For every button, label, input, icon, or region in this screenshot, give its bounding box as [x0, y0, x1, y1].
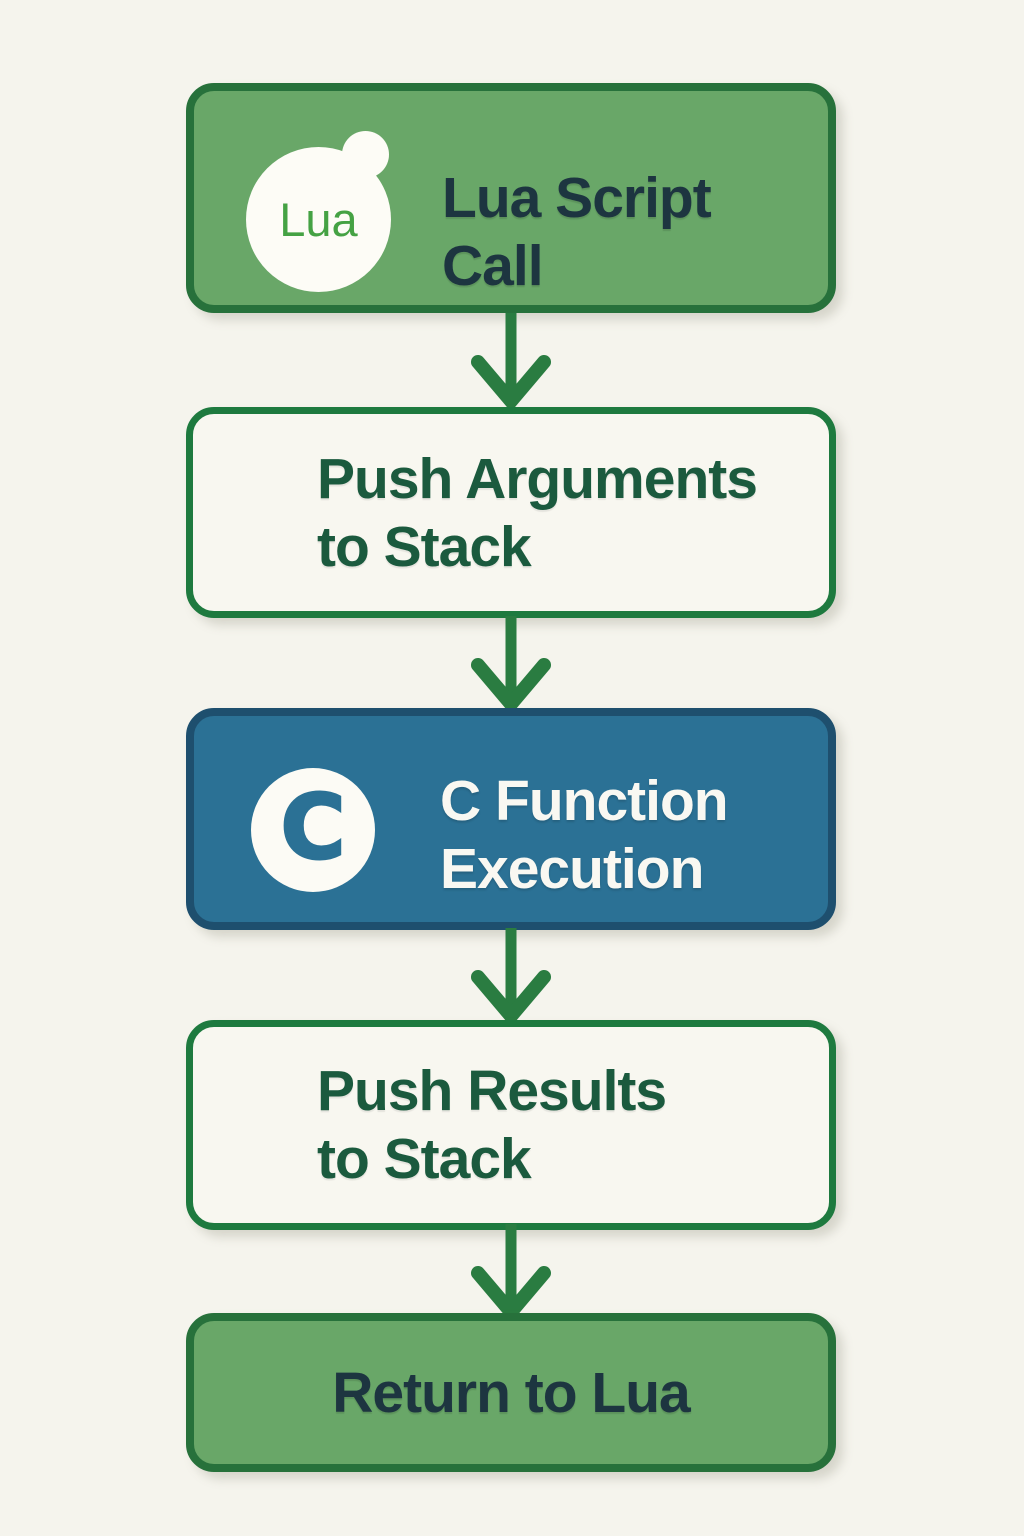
arrow-down-icon — [471, 1224, 551, 1318]
node-label-line: Push Arguments — [317, 446, 758, 511]
node-push-results: Push Results to Stack — [186, 1020, 836, 1230]
node-c-function-execution: C C Function Execution — [186, 708, 836, 930]
node-label-line: Push Results — [317, 1059, 667, 1123]
lua-logo-text: Lua — [279, 193, 358, 246]
node-push-arguments: Push Arguments to Stack — [186, 407, 836, 618]
arrow-down-icon — [471, 616, 551, 710]
node-lua-script-call: Lua Lua Script Call — [186, 83, 836, 313]
node-label-line: C Function — [440, 769, 729, 833]
node-label-line: to Stack — [317, 514, 532, 579]
c-badge-icon: C — [251, 768, 375, 892]
lua-logo-icon: Lua — [246, 131, 446, 296]
node-label-line: Execution — [440, 837, 704, 901]
lua-logo-moon-circle — [342, 131, 389, 178]
arrow-down-icon — [471, 928, 551, 1022]
node-label-line: Lua Script — [442, 166, 712, 230]
arrow-down-icon — [471, 313, 551, 407]
node-label-line: to Stack — [317, 1127, 532, 1191]
node-label-line: Return to Lua — [332, 1360, 690, 1425]
c-badge-letter: C — [279, 774, 347, 880]
node-return-to-lua: Return to Lua — [186, 1313, 836, 1472]
node-label-line: Call — [442, 234, 544, 298]
